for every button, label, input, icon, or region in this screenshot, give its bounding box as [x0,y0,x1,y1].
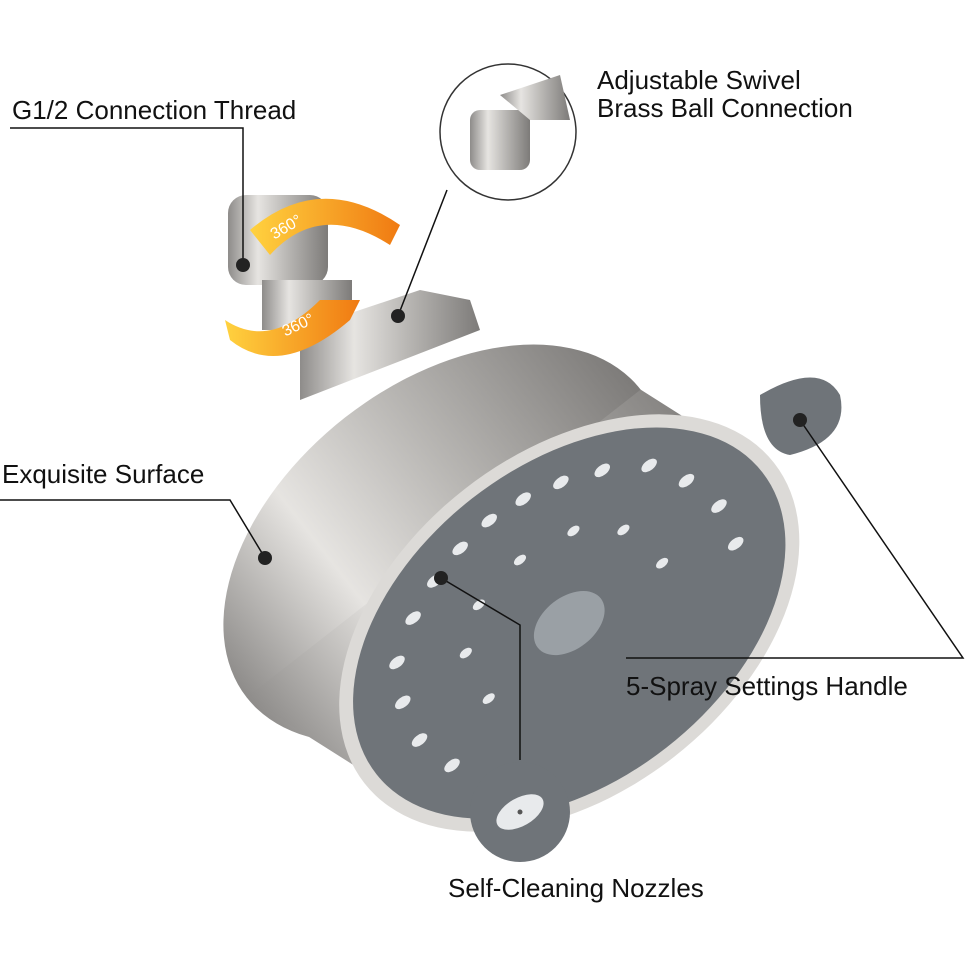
label-connection-thread: G1/2 Connection Thread [12,95,297,125]
shower-body [223,344,800,832]
callout-dots [236,258,807,585]
nozzle-detail-inset [470,762,570,862]
swivel-detail-inset [439,63,577,201]
rotation-arrows [225,198,400,356]
callout-lines [0,127,965,760]
center-button [533,591,605,656]
label-spray-handle: 5-Spray Settings Handle [626,671,908,701]
label-swivel-line1: Adjustable Swivel [597,65,801,95]
label-self-cleaning-nozzles: Self-Cleaning Nozzles [448,873,704,903]
nozzles [389,458,744,773]
label-swivel-line2: Brass Ball Connection [597,93,853,123]
label-exquisite-surface: Exquisite Surface [2,459,205,489]
